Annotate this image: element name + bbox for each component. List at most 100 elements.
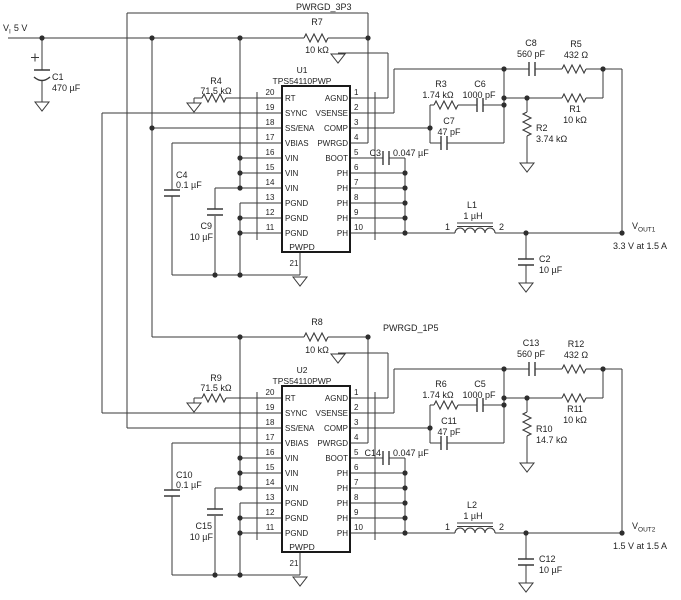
capacitor-c5: C5 1000 pF — [462, 379, 496, 400]
wire-sync-net — [101, 112, 282, 414]
pin-name: VIN — [285, 454, 299, 463]
pin-name: VIN — [285, 484, 299, 493]
pin-number: 16 — [266, 448, 275, 457]
vout1-rating: 3.3 V at 1.5 A — [613, 241, 667, 251]
resistor-r7-symbol — [303, 32, 329, 44]
pin-name: BOOT — [325, 154, 348, 163]
r1-ref: R1 — [569, 104, 581, 114]
wire-vin-rows-u2 — [214, 457, 282, 575]
capacitor-c4-symbol — [164, 189, 180, 197]
wire-r9 — [193, 397, 282, 403]
resistor-r5: R5 432 Ω — [564, 39, 589, 60]
ground-icon — [517, 582, 535, 593]
junction-dots — [39, 35, 625, 578]
ic-u2-right-pin-names: AGND VSENSE COMP PWRGD BOOT PH PH PH PH … — [316, 394, 349, 538]
r12-value: 432 Ω — [564, 350, 589, 360]
resistor-r1-symbol — [561, 92, 587, 104]
vout2-label: VOUT2 — [632, 521, 656, 534]
pin-number: 8 — [354, 493, 359, 502]
l1-terminal-2: 2 — [499, 222, 504, 232]
wire-pgnd-u2 — [172, 502, 301, 576]
ground-symbols — [33, 53, 536, 593]
ic-u1-part: TPS54110PWP — [273, 76, 332, 86]
pin-name: SYNC — [285, 409, 307, 418]
inductor-l2-symbol — [454, 522, 496, 534]
wire-vbias-c10 — [171, 442, 282, 575]
resistor-r4: R4 71.5 kΩ — [200, 76, 232, 96]
pin-name: VIN — [285, 154, 299, 163]
pin-name: COMP — [324, 424, 348, 433]
pin-name: VIN — [285, 184, 299, 193]
ground-icon — [518, 162, 536, 173]
pin-number: 16 — [266, 148, 275, 157]
ic-u2-part: TPS54110PWP — [273, 376, 332, 386]
pin-name: BOOT — [325, 454, 348, 463]
pin-number: 19 — [266, 403, 275, 412]
r9-value: 71.5 kΩ — [200, 383, 232, 393]
c9-value: 10 µF — [190, 232, 214, 242]
pin-number: 11 — [266, 223, 275, 232]
pin-number: 5 — [354, 148, 359, 157]
c15-value: 10 µF — [190, 532, 214, 542]
pin-name: RT — [285, 394, 296, 403]
c11-ref: C11 — [441, 416, 457, 426]
pin-name: PWRGD — [317, 139, 348, 148]
resistor-r6-symbol — [433, 399, 459, 411]
resistor-r8-symbol — [303, 331, 329, 343]
pin-name: PH — [337, 184, 348, 193]
wire-vsense-u2 — [350, 368, 623, 533]
pin-number: 5 — [354, 448, 359, 457]
wire-ph-u1 — [350, 172, 622, 234]
pin-number: 9 — [354, 208, 359, 217]
capacitor-c3-symbol — [382, 151, 390, 165]
c6-ref: C6 — [474, 79, 486, 89]
resistor-r10-symbol — [521, 411, 533, 437]
ic-u1-left-pin-numbers: 20 19 18 17 16 15 14 13 12 11 — [266, 88, 275, 232]
capacitor-c11-symbol — [440, 436, 448, 450]
c10-ref: C10 — [176, 470, 193, 480]
inductor-l1-symbol — [454, 222, 496, 234]
ic-u2-body — [281, 385, 351, 553]
r10-ref: R10 — [536, 424, 553, 434]
capacitor-c1: C1 470 µF — [52, 72, 81, 93]
wire-pgnd-u1 — [172, 202, 301, 276]
capacitor-c7-symbol — [440, 136, 448, 150]
c3-ref: C3 — [369, 148, 381, 158]
inductor-l2: L2 1 µH 1 2 — [445, 500, 504, 532]
wire-5v-rail — [8, 37, 368, 337]
ic-u2-right-pin-numbers: 1 2 3 4 5 6 7 8 9 10 — [354, 388, 363, 532]
capacitor-c14: C14 0.047 µF — [364, 448, 429, 458]
pin-name: AGND — [325, 394, 348, 403]
ground-icon — [329, 353, 347, 364]
capacitor-c12: C12 10 µF — [539, 554, 563, 575]
ic-u2-ref: U2 — [297, 365, 308, 375]
wire-agnd-u2 — [338, 352, 389, 399]
pin-number: 2 — [354, 103, 359, 112]
resistor-r7: R7 10 kΩ — [305, 17, 329, 55]
capacitor-c9: C9 10 µF — [190, 221, 214, 242]
c5-value: 1000 pF — [462, 390, 496, 400]
inductor-symbols — [454, 222, 496, 534]
r5-ref: R5 — [570, 39, 582, 49]
capacitor-c10: C10 0.1 µF — [176, 470, 202, 490]
r2-ref: R2 — [536, 123, 548, 133]
ic-u1-pin-ladder — [256, 92, 376, 240]
capacitor-c10-symbol — [164, 489, 180, 497]
pin-number: 7 — [354, 478, 359, 487]
ground-icon — [291, 276, 309, 287]
pin-name: PH — [337, 499, 348, 508]
resistor-r11: R11 10 kΩ — [563, 404, 587, 425]
c5-ref: C5 — [474, 379, 486, 389]
pin-number: 6 — [354, 463, 359, 472]
r6-value: 1.74 kΩ — [422, 390, 454, 400]
ground-icon — [185, 402, 203, 413]
vout2-rating: 1.5 V at 1.5 A — [613, 541, 667, 551]
capacitor-c3: C3 0.047 µF — [369, 148, 429, 158]
capacitor-c1-symbol — [33, 69, 51, 82]
c12-ref: C12 — [539, 554, 556, 564]
ground-icon — [291, 576, 309, 587]
c4-ref: C4 — [176, 170, 188, 180]
pin-number: 12 — [266, 208, 275, 217]
